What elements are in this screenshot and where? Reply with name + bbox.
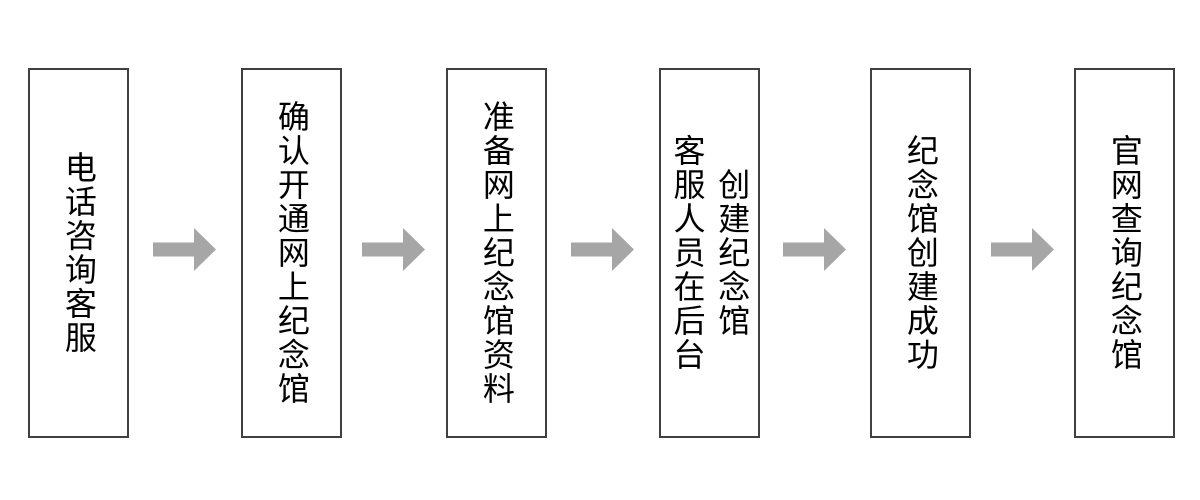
flow-step-5-label: 纪念馆创建成功 xyxy=(902,134,939,372)
arrow-right-icon xyxy=(571,228,634,271)
flow-step-3: 准备网上纪念馆资料 xyxy=(446,68,547,438)
flow-step-6-label: 官网查询纪念馆 xyxy=(1106,134,1143,372)
flow-step-4: 客服人员在后台 创建纪念馆 xyxy=(659,68,760,438)
flow-step-3-label: 准备网上纪念馆资料 xyxy=(478,100,515,406)
flow-step-6: 官网查询纪念馆 xyxy=(1074,68,1175,438)
arrow-right-icon xyxy=(783,228,846,271)
flow-step-1: 电话咨询客服 xyxy=(28,68,129,438)
flow-step-2-label: 确认开通网上纪念馆 xyxy=(273,100,310,406)
arrow-right-icon xyxy=(362,228,425,271)
flow-step-4-label-column-1: 客服人员在后台 xyxy=(669,134,706,372)
flow-step-4-label-column-2: 创建纪念馆 xyxy=(714,168,751,338)
arrow-right-icon xyxy=(991,228,1054,271)
flow-step-2: 确认开通网上纪念馆 xyxy=(241,68,342,438)
flow-step-1-label: 电话咨询客服 xyxy=(60,151,97,355)
flow-step-5: 纪念馆创建成功 xyxy=(870,68,971,438)
arrow-right-icon xyxy=(153,228,216,271)
